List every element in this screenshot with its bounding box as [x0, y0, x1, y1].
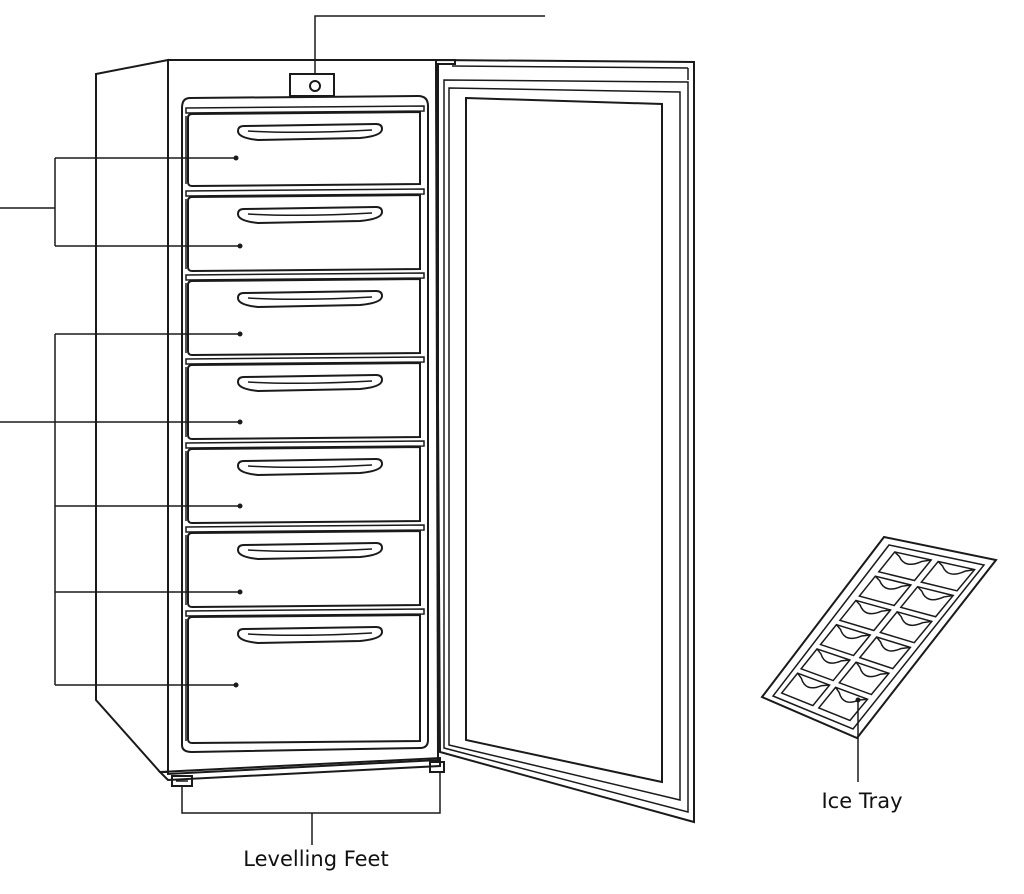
ice-cube-cell [780, 672, 831, 707]
ice-cube-cell [858, 575, 913, 607]
ice-cube-cell [919, 560, 976, 592]
ice-tray-cubes [780, 551, 976, 722]
ice-cube-cell [858, 636, 912, 670]
drawer [185, 356, 425, 441]
drawer-handle [236, 541, 384, 561]
leader-lines [0, 15, 861, 845]
levelling-feet-label: Levelling Feet [243, 847, 388, 871]
drawer-handle [236, 122, 384, 142]
drawer [185, 105, 425, 188]
drawer [185, 608, 425, 745]
thermostat [289, 73, 335, 97]
drawer [185, 272, 425, 357]
drawer-handle [236, 289, 384, 309]
levelling-feet [171, 761, 445, 787]
drawer [185, 524, 425, 609]
drawer-handle [236, 625, 384, 645]
freezer-door [434, 58, 695, 824]
ice-tray [760, 535, 998, 740]
freezer-cabinet [95, 58, 456, 782]
drawer-handle [236, 373, 384, 393]
ice-cube-cell [838, 661, 891, 696]
ice-cube-cell [838, 599, 892, 632]
drawers [185, 105, 425, 745]
ice-cube-cell [799, 648, 852, 682]
drawer [185, 440, 425, 525]
ice-cube-cell [899, 585, 955, 618]
ice-cube-cell [877, 551, 933, 582]
drawer [185, 188, 425, 273]
ice-cube-cell [819, 623, 872, 657]
ice-tray-label: Ice Tray [821, 789, 902, 813]
ice-cube-cell [879, 610, 934, 644]
drawer-handle [236, 457, 384, 477]
drawer-handle [236, 205, 384, 225]
ice-cube-cell [817, 686, 869, 722]
